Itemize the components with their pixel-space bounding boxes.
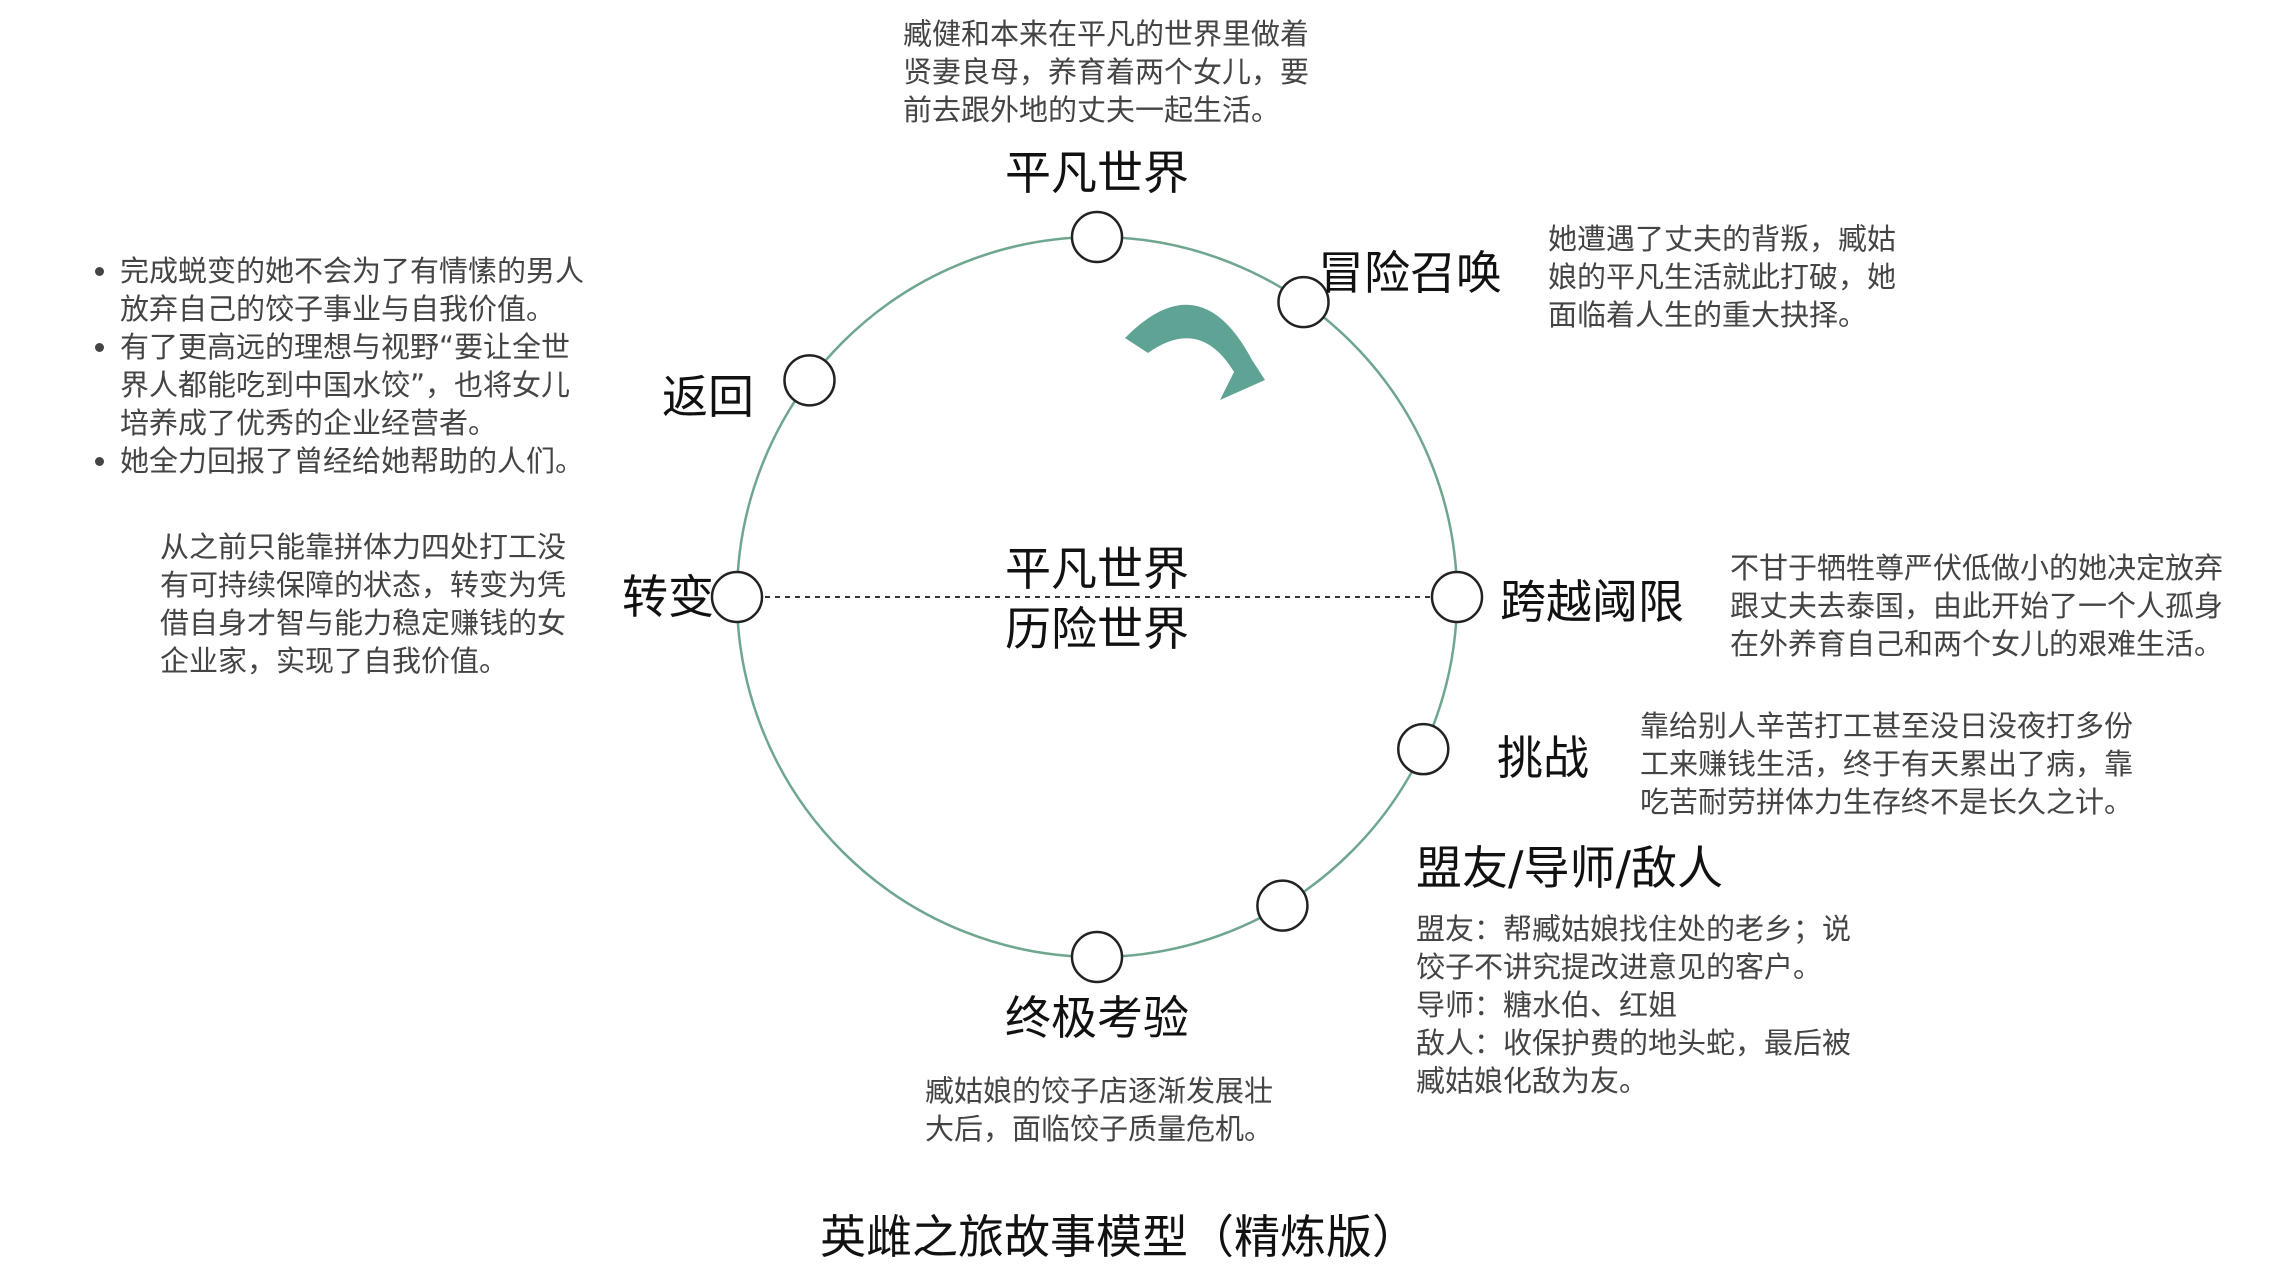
desc-line: 工来赚钱生活，终于有天累出了病，靠: [1640, 747, 2134, 781]
stage-desc-ordinary: 臧健和本来在平凡的世界里做着 贤妻良母，养育着两个女儿，要 前去跟外地的丈夫一起…: [903, 15, 1309, 129]
center-label-ordinary-world: 平凡世界: [1005, 542, 1189, 596]
desc-line: 饺子不讲究提改进意见的客户。: [1416, 950, 1823, 984]
stage-label-transform: 转变: [622, 570, 714, 624]
desc-line: 完成蜕变的她不会为了有情愫的男人: [120, 254, 585, 288]
stage-node-transform: [710, 570, 764, 624]
desc-line: 导师：糖水伯、红姐: [1416, 988, 1678, 1022]
stage-desc-ordeal: 臧姑娘的饺子店逐渐发展壮 大后，面临饺子质量危机。: [925, 1072, 1273, 1148]
stage-desc-allies: 盟友：帮臧姑娘找住处的老乡；说 饺子不讲究提改进意见的客户。 导师：糖水伯、红姐…: [1416, 910, 1851, 1100]
center-label-adventure-world: 历险世界: [1005, 602, 1189, 656]
desc-line: 她遭遇了丈夫的背叛，臧姑: [1548, 222, 1897, 256]
desc-line: 吃苦耐劳拼体力生存终不是长久之计。: [1640, 785, 2134, 819]
clockwise-arrow-icon: [1125, 304, 1265, 400]
desc-line: 在外养育自己和两个女儿的艰难生活。: [1730, 627, 2224, 661]
stage-node-ordeal: [1070, 930, 1124, 984]
desc-line: 放弃自己的饺子事业与自我价值。: [120, 292, 556, 326]
center-labels: 平凡世界 历险世界: [947, 539, 1247, 659]
stage-label-threshold: 跨越阈限: [1500, 575, 1684, 629]
stage-label-ordinary: 平凡世界: [1005, 146, 1189, 200]
desc-line: 敌人：收保护费的地头蛇，最后被: [1416, 1026, 1852, 1060]
desc-line: 臧健和本来在平凡的世界里做着: [903, 17, 1310, 51]
desc-line: 企业家，实现了自我价值。: [160, 644, 509, 678]
diagram-title: 英雌之旅故事模型（精炼版）: [820, 1210, 1418, 1264]
desc-line: 靠给别人辛苦打工甚至没日没夜打多份: [1640, 709, 2134, 743]
stage-node-ordinary: [1070, 210, 1124, 264]
desc-line: 有可持续保障的状态，转变为凭: [160, 568, 567, 602]
stage-label-call: 冒险召唤: [1318, 246, 1502, 300]
bullet-item: 完成蜕变的她不会为了有情愫的男人 放弃自己的饺子事业与自我价值。: [120, 252, 584, 328]
stage-label-return: 返回: [662, 370, 754, 424]
stage-node-allies: [1256, 879, 1309, 932]
bullet-item: 她全力回报了曾经给她帮助的人们。: [120, 442, 584, 480]
desc-line: 臧姑娘的饺子店逐渐发展壮: [925, 1074, 1274, 1108]
desc-line: 前去跟外地的丈夫一起生活。: [903, 93, 1281, 127]
desc-line: 大后，面临饺子质量危机。: [925, 1112, 1274, 1146]
bullet-item: 有了更高远的理想与视野“要让全世 界人都能吃到中国水饺”，也将女儿 培养成了优秀…: [120, 328, 584, 442]
desc-line: 培养成了优秀的企业经营者。: [120, 406, 498, 440]
stage-label-allies: 盟友/导师/敌人: [1416, 841, 1723, 895]
stage-node-challenge: [1397, 722, 1450, 776]
stage-desc-return: 完成蜕变的她不会为了有情愫的男人 放弃自己的饺子事业与自我价值。 有了更高远的理…: [86, 252, 584, 480]
stage-label-challenge: 挑战: [1497, 731, 1589, 785]
stage-label-ordeal: 终极考验: [1005, 991, 1189, 1045]
desc-line: 娘的平凡生活就此打破，她: [1548, 260, 1897, 294]
desc-line: 盟友：帮臧姑娘找住处的老乡；说: [1416, 912, 1852, 946]
desc-line: 界人都能吃到中国水饺”，也将女儿: [120, 368, 571, 402]
desc-line: 跟丈夫去泰国，由此开始了一个人孤身: [1730, 589, 2224, 623]
stage-desc-challenge: 靠给别人辛苦打工甚至没日没夜打多份 工来赚钱生活，终于有天累出了病，靠 吃苦耐劳…: [1640, 707, 2133, 821]
desc-line: 臧姑娘化敌为友。: [1416, 1064, 1649, 1098]
desc-line: 贤妻良母，养育着两个女儿，要: [903, 55, 1310, 89]
desc-line: 面临着人生的重大抉择。: [1548, 298, 1868, 332]
stage-node-return: [783, 354, 836, 407]
desc-line: 从之前只能靠拼体力四处打工没: [160, 530, 567, 564]
desc-line: 有了更高远的理想与视野“要让全世: [120, 330, 571, 364]
desc-line: 不甘于牺牲尊严伏低做小的她决定放弃: [1730, 551, 2224, 585]
stage-node-threshold: [1430, 570, 1484, 624]
desc-line: 她全力回报了曾经给她帮助的人们。: [120, 444, 585, 478]
stage-desc-transform: 从之前只能靠拼体力四处打工没 有可持续保障的状态，转变为凭 借自身才智与能力稳定…: [160, 528, 566, 680]
desc-line: 借自身才智与能力稳定赚钱的女: [160, 606, 567, 640]
stage-desc-call: 她遭遇了丈夫的背叛，臧姑 娘的平凡生活就此打破，她 面临着人生的重大抉择。: [1548, 220, 1896, 334]
stage-node-call: [1277, 275, 1330, 329]
stage-desc-threshold: 不甘于牺牲尊严伏低做小的她决定放弃 跟丈夫去泰国，由此开始了一个人孤身 在外养育…: [1730, 549, 2223, 663]
